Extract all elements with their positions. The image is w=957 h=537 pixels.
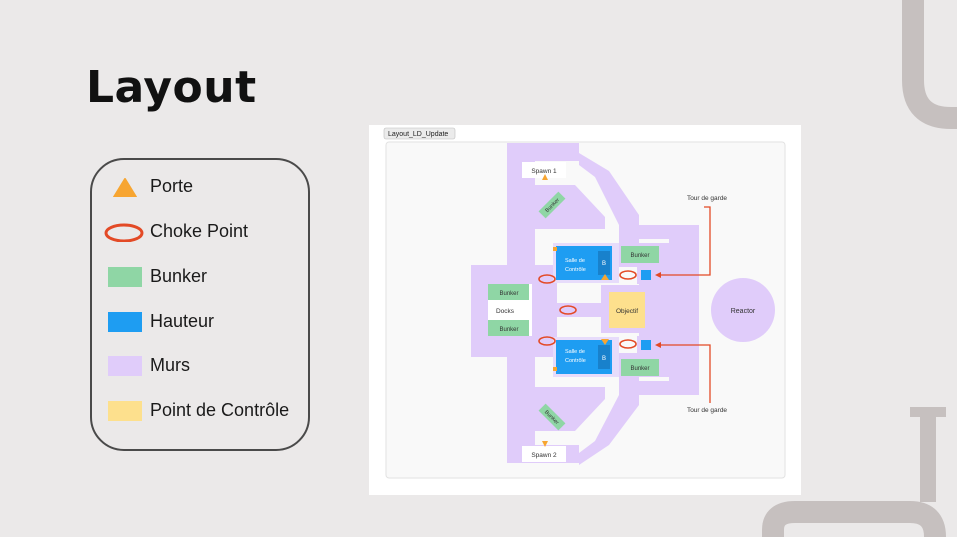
legend-label: Choke Point (150, 221, 249, 241)
spawn-1-label: Spawn 1 (531, 168, 557, 175)
svg-text:B: B (602, 261, 606, 267)
murs-swatch (108, 355, 142, 376)
svg-text:Bunker: Bunker (499, 327, 518, 333)
legend-label: Bunker (150, 266, 208, 286)
legend-label: Point de Contrôle (150, 400, 290, 420)
svg-text:Contrôle: Contrôle (565, 267, 586, 273)
legend-item-point-de-controle: Point de Contrôle (108, 400, 289, 421)
legend-box: Porte Choke Point Bunker Hauteur Murs Po… (90, 158, 310, 451)
legend-item-porte: Porte (108, 176, 193, 197)
docks-label: Docks (496, 308, 515, 315)
pipe-decoration-bottom (762, 407, 946, 537)
pipe-decoration-top (902, 0, 957, 129)
svg-text:Salle de: Salle de (565, 258, 585, 264)
reactor-zone (711, 278, 775, 342)
svg-text:B: B (602, 356, 606, 362)
legend-label: Murs (150, 355, 190, 375)
point-de-controle-swatch (108, 400, 142, 421)
tower-arrows (657, 206, 711, 403)
legend-label: Porte (150, 176, 194, 196)
bunker-docks-bottom (488, 320, 529, 336)
door-spawn-1 (542, 174, 548, 180)
door-spawn-2 (542, 441, 548, 447)
ellipse-outline-icon (104, 223, 144, 242)
map-panel: Layout_LD_Update Reactor S (369, 125, 801, 495)
objective-zone (609, 292, 645, 328)
tower-bottom-label: Tour de garde (687, 407, 727, 414)
level-layout-map: Layout_LD_Update Reactor S (383, 127, 786, 479)
svg-text:Bunker: Bunker (630, 253, 649, 259)
legend-item-hauteur: Hauteur (108, 311, 214, 332)
slide-title: Layout (86, 62, 257, 113)
door-control-top (601, 274, 609, 280)
svg-text:Bunker: Bunker (630, 366, 649, 372)
tower-height-top (641, 270, 651, 280)
bunker-docks-top (488, 284, 529, 300)
legend-item-murs: Murs (108, 355, 190, 376)
svg-text:Bunker: Bunker (499, 291, 518, 297)
objective-label: Objectif (616, 308, 638, 315)
reactor-label: Reactor (731, 308, 756, 315)
bunker-swatch (108, 266, 142, 287)
legend-item-bunker: Bunker (108, 266, 207, 287)
choke-points (538, 270, 637, 349)
tower-top-label: Tour de garde (687, 195, 727, 202)
triangle-icon (113, 177, 137, 197)
frame-label: Layout_LD_Update (388, 131, 448, 138)
door-control-bottom (601, 339, 609, 345)
tower-height-bottom (641, 340, 651, 350)
spawn-2-label: Spawn 2 (531, 452, 557, 459)
hauteur-swatch (108, 311, 142, 332)
legend-item-choke-point: Choke Point (104, 221, 249, 242)
bunker-right-top (621, 246, 659, 263)
svg-text:Salle de: Salle de (565, 349, 585, 355)
bunker-right-bottom (621, 359, 659, 376)
svg-text:Contrôle: Contrôle (565, 358, 586, 364)
legend-label: Hauteur (150, 311, 215, 331)
